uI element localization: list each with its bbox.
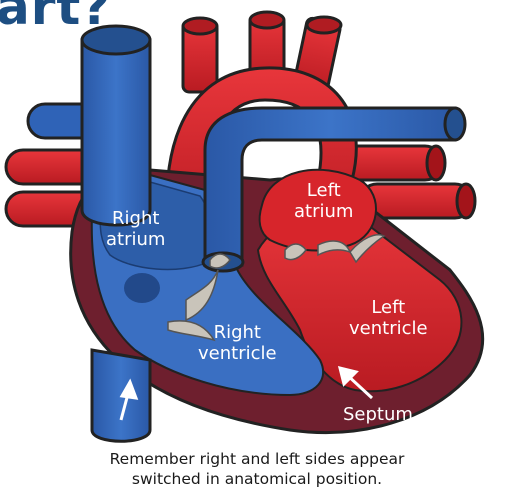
label-septum: Septum (343, 404, 413, 425)
pulmonary-veins-right (328, 144, 477, 220)
flow-arrows (119, 365, 374, 421)
coronary-sinus-opening (124, 273, 160, 303)
figure-caption: Remember right and left sides appear swi… (109, 450, 405, 488)
pulmonary-valve (209, 253, 231, 269)
aortic-valve (284, 243, 307, 261)
pulmonary-trunk (201, 106, 467, 273)
left-atrium (258, 168, 377, 252)
superior-vena-cava-opening (80, 24, 152, 56)
label-right-atrium: Right atrium (106, 208, 166, 250)
page-title-fragment: art? (0, 0, 112, 36)
label-right-ventricle: Right ventricle (198, 322, 277, 364)
superior-vena-cava (80, 38, 152, 227)
mitral-valve-leaflet-2 (349, 234, 386, 264)
septum-arrow-icon (337, 365, 359, 387)
tricuspid-valve-leaflet-2 (167, 320, 216, 342)
tricuspid-valve-leaflet-1 (185, 269, 219, 322)
label-left-atrium: Left atrium (294, 180, 354, 222)
ivc-arrow-icon (119, 378, 139, 400)
label-left-ventricle: Left ventricle (349, 297, 428, 339)
heart-valves (167, 234, 386, 342)
